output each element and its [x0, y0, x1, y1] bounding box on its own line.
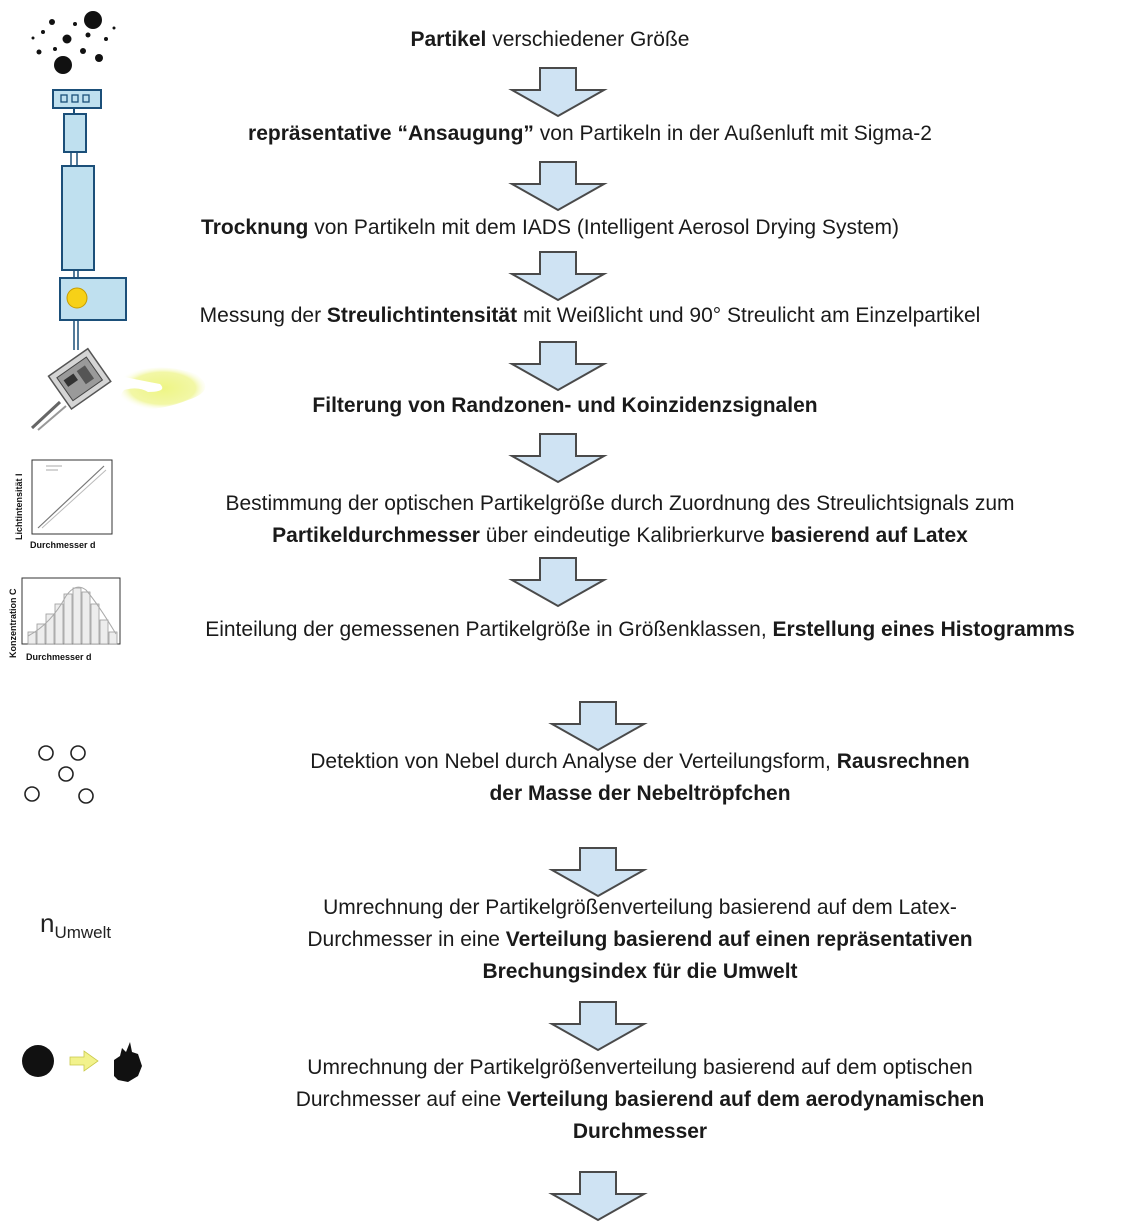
shape-conversion-icon	[22, 1042, 142, 1082]
step-text-bold: Trocknung	[201, 216, 309, 239]
step-particles: Partikel verschiedener Größe	[300, 24, 800, 56]
step-text-bold: Verteilung basierend auf dem aerodynamis…	[506, 1088, 985, 1111]
step-text-bold: Brechungsindex für die Umwelt	[482, 960, 798, 983]
step-size-classes: Einteilung der gemessenen Partikelgröße …	[160, 614, 1120, 646]
refractive-index-label: nUmwelt	[40, 908, 112, 942]
step-intake: repräsentative “Ansaugung” von Partikeln…	[150, 118, 1030, 150]
sampler-device-icon	[52, 89, 127, 350]
step-text-bold: Verteilung basierend auf einen repräsent…	[505, 928, 973, 951]
calibration-ylabel: Lichtintensität I	[14, 473, 24, 540]
step-text-bold: basierend auf Latex	[770, 524, 968, 547]
histogram-xlabel: Durchmesser d	[26, 652, 92, 662]
step-text: Bestimmung der optischen Partikelgröße d…	[225, 492, 1015, 515]
step-text: Umrechnung der Partikelgrößenverteilung …	[323, 896, 957, 919]
flow-arrow-7	[548, 701, 648, 752]
flow-arrow-10	[548, 1171, 648, 1222]
flow-arrow-1	[508, 67, 608, 118]
step-refractive-conversion: Umrechnung der Partikelgrößenverteilung …	[240, 892, 1040, 988]
flow-arrow-9	[548, 1001, 648, 1052]
step-text-bold: repräsentative “Ansaugung”	[248, 122, 534, 145]
step-text: von Partikeln mit dem IADS (Intelligent …	[308, 216, 899, 239]
step-optical-size: Bestimmung der optischen Partikelgröße d…	[140, 488, 1100, 552]
step-text-bold: Partikel	[410, 28, 487, 51]
step-text-bold: Partikeldurchmesser	[272, 524, 480, 547]
step-text: Durchmesser auf eine	[295, 1088, 507, 1111]
fog-droplets-icon	[24, 745, 94, 804]
step-text: von Partikeln in der Außenluft mit Sigma…	[533, 122, 932, 145]
calibration-xlabel: Durchmesser d	[30, 540, 96, 550]
flow-arrow-5	[508, 433, 608, 484]
histogram-ylabel: Konzentration C	[8, 588, 18, 658]
step-text: Einteilung der gemessenen Partikelgröße …	[205, 618, 773, 641]
particles-icon	[31, 11, 116, 74]
step-text-bold: der Masse der Nebeltröpfchen	[489, 782, 791, 805]
step-text-bold: Durchmesser	[572, 1120, 708, 1143]
step-text: verschiedener Größe	[486, 28, 690, 51]
flow-arrow-8	[548, 847, 648, 898]
step-aerodynamic-conversion: Umrechnung der Partikelgrößenverteilung …	[220, 1052, 1060, 1148]
step-text-bold: Rausrechnen	[836, 750, 970, 773]
step-fog-detection: Detektion von Nebel durch Analyse der Ve…	[230, 746, 1050, 810]
flow-arrow-3	[508, 251, 608, 302]
flow-arrow-2	[508, 161, 608, 212]
step-text: Umrechnung der Partikelgrößenverteilung …	[307, 1056, 973, 1079]
optical-sensor-icon	[30, 347, 206, 431]
step-filtering: Filterung von Randzonen- und Koinzidenzs…	[230, 390, 900, 422]
step-drying: Trocknung von Partikeln mit dem IADS (In…	[120, 212, 980, 244]
flow-arrow-4	[508, 341, 608, 392]
step-scatter-measurement: Messung der Streulichtintensität mit Wei…	[140, 300, 1040, 332]
flow-arrow-6	[508, 557, 608, 608]
calibration-chart-icon: Lichtintensität I Durchmesser d	[14, 459, 113, 550]
step-text: mit Weißlicht und 90° Streulicht am Einz…	[517, 304, 981, 327]
step-text: über eindeutige Kalibrierkurve	[479, 524, 771, 547]
step-text: Durchmesser in eine	[307, 928, 506, 951]
step-text: Messung der	[199, 304, 327, 327]
step-text-bold: Erstellung eines Histogramms	[772, 618, 1075, 641]
step-text: Detektion von Nebel durch Analyse der Ve…	[310, 750, 837, 773]
step-text-bold: Streulichtintensität	[326, 304, 518, 327]
histogram-chart-icon: Konzentration C Durchmesser d	[8, 577, 121, 662]
step-text-bold: Filterung von Randzonen- und Koinzidenzs…	[312, 394, 818, 417]
